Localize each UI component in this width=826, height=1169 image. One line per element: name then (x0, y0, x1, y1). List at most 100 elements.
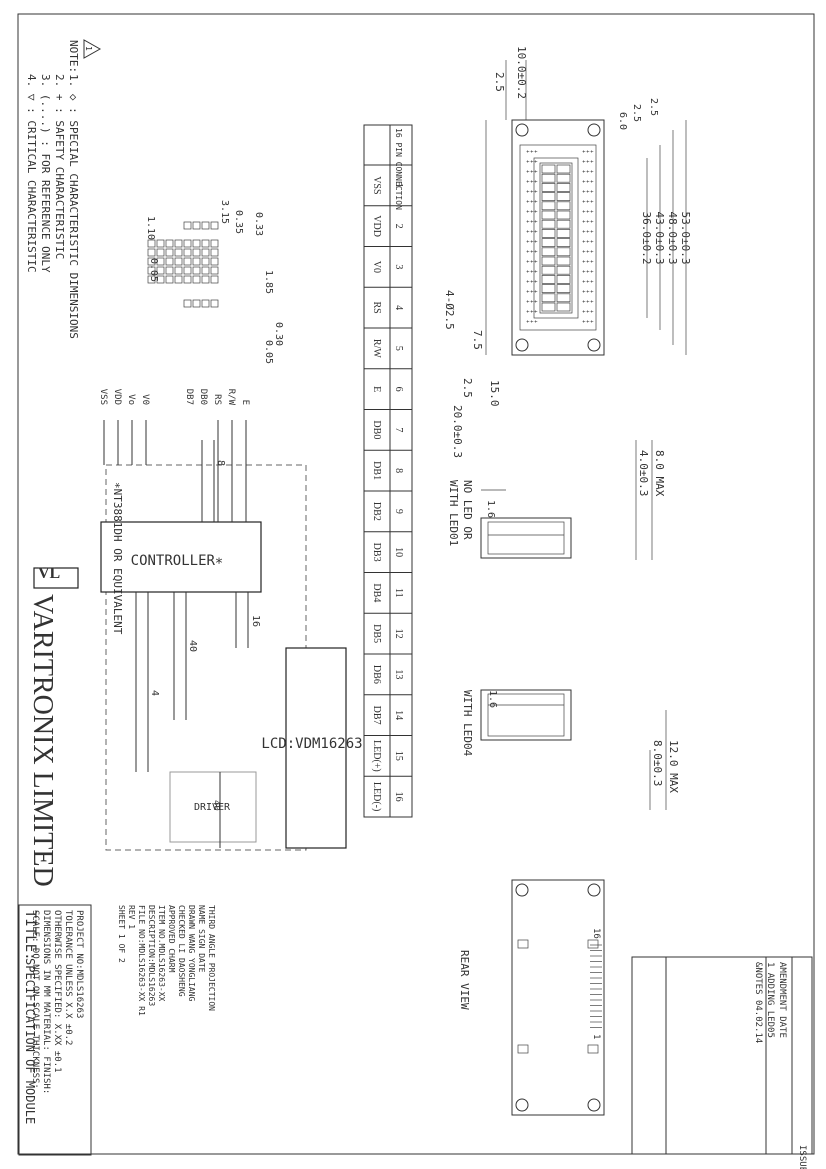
pad-mark: + (580, 200, 586, 203)
pin-number: 13 (393, 669, 404, 679)
pixel-dot (147, 239, 156, 248)
pad-mark: + (524, 260, 530, 263)
pin-name: LED(-) (371, 782, 382, 811)
controller-box (100, 521, 262, 593)
pad-mark: + (584, 310, 590, 313)
pin-number: 4 (393, 305, 404, 310)
title-block: TITLE: SPECIFICATION OF MODULE (18, 904, 92, 1156)
pad-mark: + (588, 310, 594, 313)
pad-mark: + (524, 240, 530, 243)
pixel-dot (210, 239, 219, 248)
pad-mark: + (532, 220, 538, 223)
char-cell (556, 219, 571, 229)
pad-mark: + (528, 260, 534, 263)
pixel-dot (156, 266, 165, 275)
pad-mark: + (580, 170, 586, 173)
pixel-dot (201, 221, 210, 230)
file-no: MDLS16263-XX R1 (137, 943, 146, 1016)
pin-name: DB7 (371, 706, 382, 725)
side-view-no-led: 1.6 NO LED OR WITH LED01 8.0 MAX 4.0±0.3 (447, 440, 666, 560)
note-triangle-num: 1 (84, 46, 93, 51)
dims-label: DIMENSIONS IN MM (41, 910, 51, 997)
pixel-dot (156, 257, 165, 266)
pixel-dot (165, 275, 174, 284)
cd-0-05a: 0.05 (148, 258, 159, 282)
pin-name: DB4 (371, 583, 382, 602)
pad-mark: + (584, 210, 590, 213)
char-cell (556, 256, 571, 266)
dim-53: 53.0±0.3 (679, 212, 692, 265)
bus-16: 16 (250, 615, 261, 627)
pad-mark: + (524, 280, 530, 283)
pixel-dot (183, 299, 192, 308)
dim-15: 15.0 (488, 380, 501, 407)
bus-40b: 40 (211, 800, 221, 811)
signal-label: E (240, 400, 250, 405)
pin-name: V0 (371, 261, 382, 273)
pad-mark: + (584, 160, 590, 163)
pin-name: LED(+) (371, 740, 382, 772)
pixel-dot (183, 248, 192, 257)
pad-mark: + (584, 280, 590, 283)
char-cell (541, 302, 556, 312)
pixel-dot (192, 299, 201, 308)
pad-mark: + (524, 220, 530, 223)
bus-40a: 40 (187, 640, 198, 652)
rear-pin-row (590, 944, 602, 1028)
mount-hole (515, 338, 529, 352)
pad-mark: + (580, 260, 586, 263)
pad-mark: + (524, 210, 530, 213)
pad-mark: + (524, 150, 530, 153)
pad-mark: + (588, 160, 594, 163)
signal-label: R/W (226, 389, 236, 406)
signal-label: VDD (112, 389, 122, 405)
char-cell (556, 173, 571, 183)
notes: 1 NOTE: 1. ◇ : SPECIAL CHARACTERISTIC DI… (25, 39, 102, 339)
mount-hole (515, 123, 529, 137)
pad-mark: + (528, 200, 534, 203)
lcd-label: LCD:VDM16263 (261, 736, 362, 752)
title-block-text: PROJECT NO:MDLS16263 TOLERANCE UNLESS X.… (24, 910, 84, 1150)
character-cells (541, 164, 571, 312)
pad-mark: + (584, 150, 590, 153)
sv1-1-6: 1.6 (485, 500, 496, 518)
pin-name: R/W (371, 339, 382, 358)
side-view-led04: 1.6 WITH LED04 12.0 MAX 8.0±0.3 (461, 689, 680, 810)
char-cell (541, 173, 556, 183)
pad-mark: + (588, 280, 594, 283)
pad-mark: + (524, 170, 530, 173)
pad-mark: + (524, 300, 530, 303)
driver-box (169, 771, 257, 843)
pad-mark: + (528, 230, 534, 233)
char-cell (556, 210, 571, 220)
pixel-dot (174, 266, 183, 275)
pixel-dot (174, 275, 183, 284)
char-cell (541, 192, 556, 201)
pad-mark: + (588, 270, 594, 273)
pad-mark: + (588, 320, 594, 323)
sheet-border (17, 13, 815, 1155)
bezel-outline (519, 144, 597, 331)
char-cell (556, 293, 571, 303)
pixel-dot (201, 257, 210, 266)
pin-number: 3 (393, 264, 404, 269)
pad-mark: + (524, 180, 530, 183)
sv2-12max: 12.0 MAX (667, 740, 680, 793)
pin-number: 6 (393, 387, 404, 392)
pixel-dot (201, 266, 210, 275)
pixel-dot (156, 248, 165, 257)
pad-mark: + (584, 180, 590, 183)
pixel-dot (192, 221, 201, 230)
pad-mark: + (524, 160, 530, 163)
pad-mark: + (580, 190, 586, 193)
char-cell (541, 256, 556, 266)
pad-mark: + (524, 230, 530, 233)
signal-label: Vo (126, 394, 136, 405)
pixel-dot (201, 275, 210, 284)
pixel-dot (165, 266, 174, 275)
amend-row-text2: &NOTES (753, 962, 763, 995)
char-cell (556, 302, 571, 312)
char-cell (541, 210, 556, 220)
sv2-label: WITH LED04 (461, 690, 474, 757)
